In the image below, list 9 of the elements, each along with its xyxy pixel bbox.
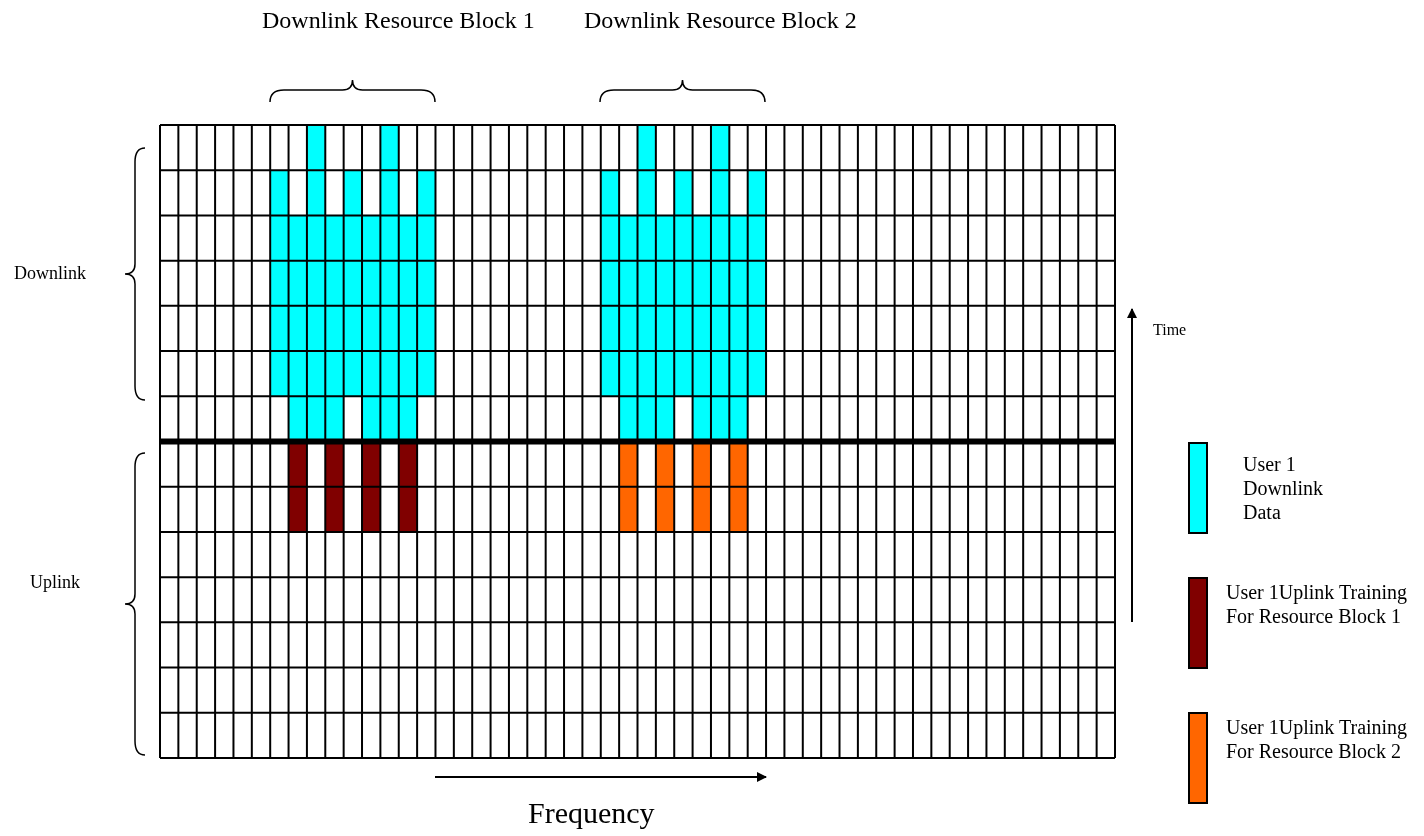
legend-label: User 1 Downlink Data (1243, 452, 1324, 524)
axis-label: Time (1153, 320, 1187, 340)
axis-label: Downlink (14, 263, 86, 285)
block-label: Downlink Resource Block 1 (262, 6, 535, 35)
axis-label: Frequency (528, 795, 655, 831)
axis-label: Uplink (30, 572, 80, 594)
legend-label: User 1Uplink Training For Resource Block 1 (1226, 580, 1409, 628)
block-label: Downlink Resource Block 2 (584, 6, 857, 35)
legend-label: User 1Uplink Training For Resource Block 2 (1226, 715, 1409, 763)
